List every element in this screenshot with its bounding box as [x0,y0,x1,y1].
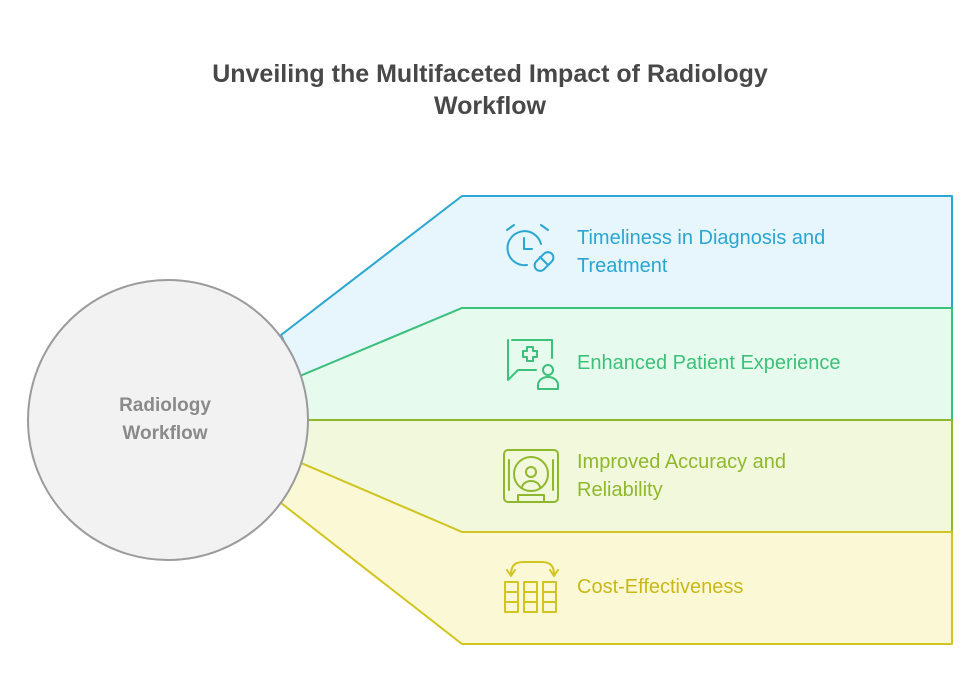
title-line-2: Workflow [433,92,547,120]
center-label-line-2: Workflow [122,423,208,444]
title-line-1: Unveiling the Multifaceted Impact of Rad… [212,60,768,88]
center-circle [27,279,309,561]
label-patient-experience: Enhanced Patient Experience [577,352,841,374]
diagram-title: Unveiling the Multifaceted Impact of Rad… [0,58,980,122]
clock-pill-icon [506,224,555,272]
scanner-icon [503,449,559,503]
center-label-line-1: Radiology [119,395,211,416]
center-label: Radiology Workflow [60,392,270,448]
patient-chat-icon [507,339,559,390]
cost-columns-icon [504,561,559,613]
label-accuracy: Improved Accuracy and Reliability [577,451,786,501]
label-cost: Cost-Effectiveness [577,576,744,598]
label-timeliness: Timeliness in Diagnosis and Treatment [577,227,826,277]
